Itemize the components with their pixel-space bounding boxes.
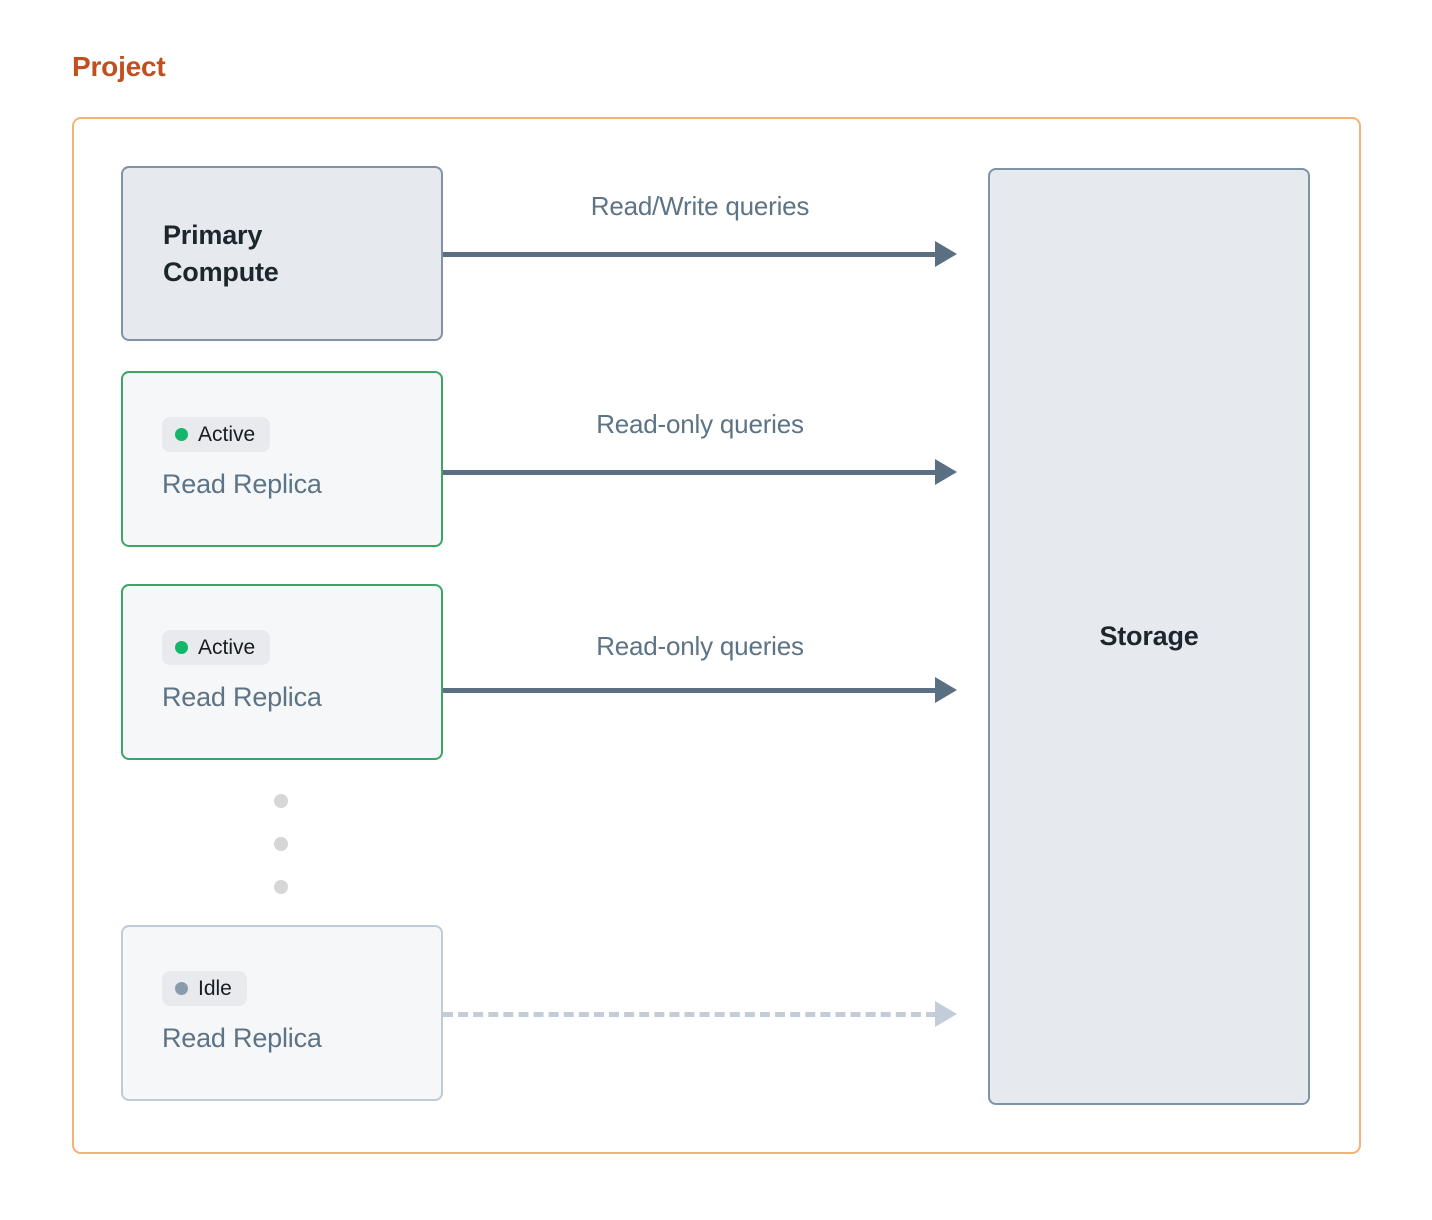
- primary-compute-line1: Primary: [163, 220, 263, 251]
- arrow-replica1-to-storage: [443, 459, 957, 485]
- page-title: Project: [72, 51, 166, 82]
- project-container: [72, 117, 1361, 1154]
- arrow-line: [443, 251, 936, 257]
- status-dot-icon: [175, 982, 188, 996]
- status-dot-icon: [175, 641, 188, 655]
- primary-compute-line2: Compute: [163, 256, 279, 287]
- arrow-head-icon: [935, 1001, 957, 1027]
- status-badge-label: Active: [198, 636, 256, 660]
- status-badge-active-1: Active: [162, 417, 271, 453]
- status-badge-label: Idle: [198, 977, 232, 1001]
- node-read-replica-1[interactable]: Active Read Replica: [121, 371, 443, 547]
- vertical-ellipsis-icon: [274, 794, 288, 894]
- status-badge-idle: Idle: [162, 971, 247, 1007]
- read-replica-label: Read Replica: [162, 469, 322, 500]
- ellipsis-dot: [274, 794, 288, 808]
- arrow-head-icon: [935, 459, 957, 485]
- status-badge-active-2: Active: [162, 630, 271, 666]
- node-read-replica-2[interactable]: Active Read Replica: [121, 584, 443, 760]
- arrow-primary-to-storage: [443, 241, 957, 267]
- arrow-head-icon: [935, 241, 957, 267]
- arrow-label-read-only-1: Read-only queries: [596, 409, 804, 439]
- ellipsis-dot: [274, 837, 288, 851]
- read-replica-label: Read Replica: [162, 682, 322, 713]
- arrow-label-read-write: Read/Write queries: [590, 191, 810, 221]
- arrow-line-dashed: [443, 1011, 936, 1017]
- status-dot-icon: [175, 428, 188, 442]
- arrow-head-icon: [935, 677, 957, 703]
- storage-label: Storage: [1099, 621, 1199, 651]
- arrow-line: [443, 687, 936, 693]
- read-replica-label: Read Replica: [162, 1023, 322, 1054]
- node-read-replica-3[interactable]: Idle Read Replica: [121, 925, 443, 1101]
- ellipsis-dot: [274, 880, 288, 894]
- status-badge-label: Active: [198, 423, 256, 447]
- arrow-replica3-to-storage-dashed: [443, 1001, 957, 1027]
- arrow-replica2-to-storage: [443, 677, 957, 703]
- arrow-line: [443, 469, 936, 475]
- node-storage[interactable]: Storage: [988, 168, 1310, 1105]
- arrow-label-read-only-2: Read-only queries: [596, 631, 804, 661]
